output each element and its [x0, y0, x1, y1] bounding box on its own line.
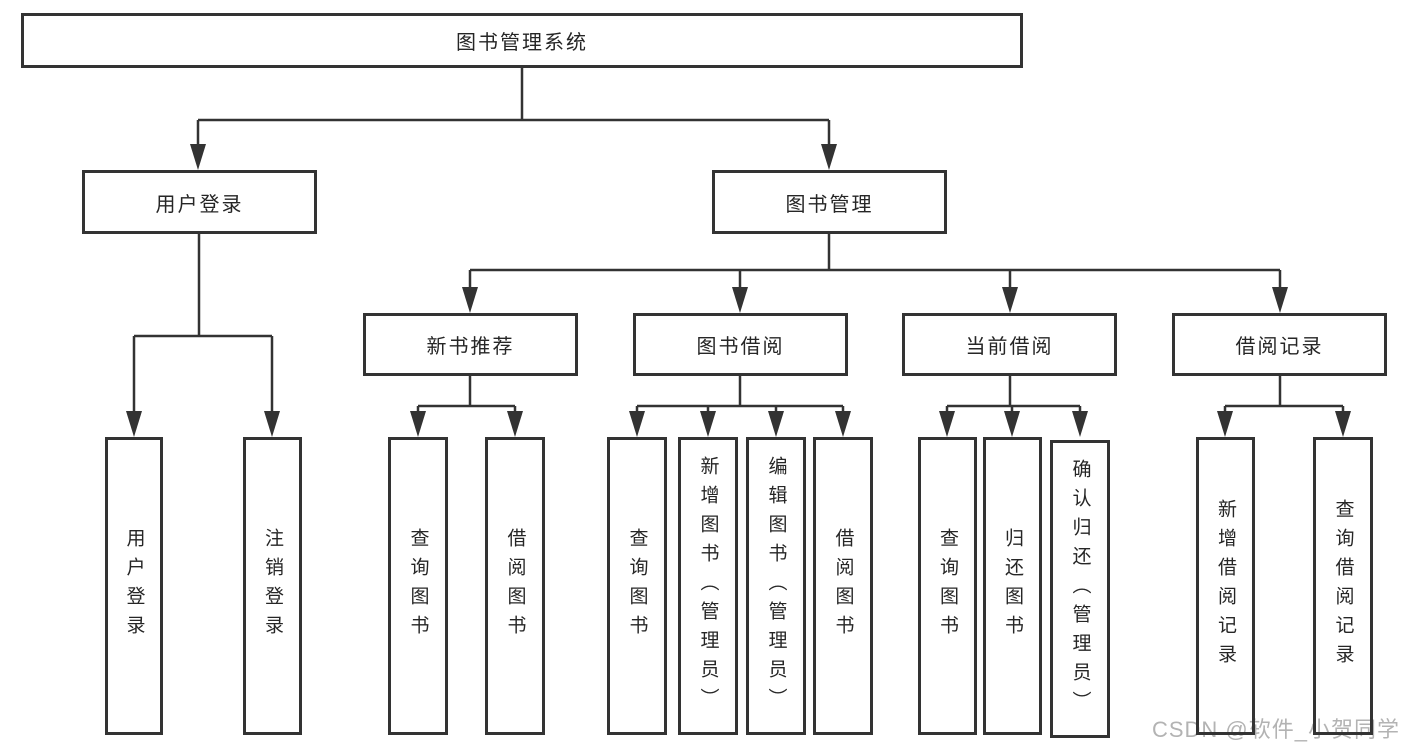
node-label: 查询图书	[626, 528, 648, 644]
node-label: 借阅图书	[832, 528, 854, 644]
node-label: 新增借阅记录	[1215, 499, 1236, 673]
watermark: CSDN @软件_小贺同学	[1151, 717, 1400, 742]
node-current-return-book: 归还图书	[983, 437, 1042, 735]
node-login: 用户登录	[105, 437, 163, 735]
node-borrow-borrow-book: 借阅图书	[813, 437, 873, 735]
node-records-add-record: 新增借阅记录	[1196, 437, 1255, 735]
node-label: 新增图书（管理员）	[697, 455, 719, 717]
node-book-borrow: 图书借阅	[633, 313, 848, 376]
node-label: 查询图书	[937, 528, 958, 644]
node-label: 图书管理系统	[456, 32, 588, 54]
node-book-management: 图书管理	[712, 170, 947, 234]
node-current-borrow: 当前借阅	[902, 313, 1117, 376]
node-library-management-system: 图书管理系统	[21, 13, 1023, 68]
node-label: 图书借阅	[696, 336, 785, 358]
node-label: 查询借阅记录	[1332, 499, 1354, 673]
node-label: 注销登录	[262, 528, 283, 644]
node-logout: 注销登录	[243, 437, 302, 735]
node-label: 查询图书	[407, 528, 429, 644]
node-current-query-book: 查询图书	[918, 437, 977, 735]
node-new-book-recommend: 新书推荐	[363, 313, 578, 376]
node-borrow-records: 借阅记录	[1172, 313, 1387, 376]
node-label: 确认归还（管理员）	[1069, 458, 1091, 720]
node-borrow-query-book: 查询图书	[607, 437, 667, 735]
node-label: 借阅图书	[504, 528, 526, 644]
node-label: 借阅记录	[1235, 336, 1324, 358]
node-newrec-borrow-book: 借阅图书	[485, 437, 545, 735]
node-label: 当前借阅	[965, 336, 1054, 358]
node-records-query-record: 查询借阅记录	[1313, 437, 1373, 735]
node-label: 图书管理	[785, 193, 874, 216]
node-label: 用户登录	[123, 528, 145, 644]
node-user-login: 用户登录	[82, 170, 317, 234]
node-label: 归还图书	[1002, 528, 1023, 644]
node-current-confirm-return-admin: 确认归还（管理员）	[1050, 440, 1110, 738]
node-newrec-query-book: 查询图书	[388, 437, 448, 735]
node-borrow-edit-book-admin: 编辑图书（管理员）	[746, 437, 806, 735]
node-label: 用户登录	[155, 193, 244, 216]
node-label: 新书推荐	[426, 336, 515, 358]
node-label: 编辑图书（管理员）	[765, 455, 787, 717]
node-borrow-add-book-admin: 新增图书（管理员）	[678, 437, 738, 735]
